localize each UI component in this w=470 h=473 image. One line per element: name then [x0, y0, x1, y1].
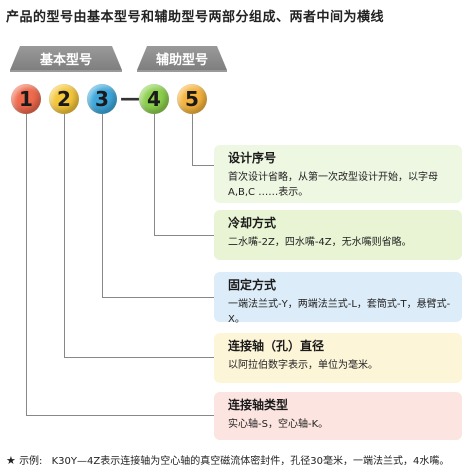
example-text: K30Y—4Z表示连接轴为空心轴的真空磁流体密封件，孔径30毫米，一端法兰式，4…	[51, 456, 450, 467]
connector-1-v	[26, 114, 27, 416]
box-desc: 一端法兰式-Y，两端法兰式-L，套筒式-T，悬臂式-X。	[228, 299, 451, 325]
box-desc: 以阿拉伯数字表示，单位为毫米。	[228, 360, 378, 371]
connector-3-v	[102, 114, 103, 298]
tab-aux-underline	[137, 70, 227, 72]
connector-2-v	[64, 114, 65, 358]
box-fixing-method: 固定方式 一端法兰式-Y，两端法兰式-L，套筒式-T，悬臂式-X。	[214, 272, 462, 325]
box-title: 设计序号	[228, 151, 277, 165]
circle-4: 4	[139, 84, 169, 114]
example-note: ★ 示例: K30Y—4Z表示连接轴为空心轴的真空磁流体密封件，孔径30毫米，一…	[6, 452, 449, 467]
circle-5: 5	[177, 84, 207, 114]
box-shaft-diameter: 连接轴（孔）直径 以阿拉伯数字表示，单位为毫米。	[214, 333, 462, 383]
circle-1: 1	[11, 84, 41, 114]
box-shaft-type: 连接轴类型 实心轴-S，空心轴-K。	[214, 392, 462, 440]
box-desc: 二水嘴-2Z，四水嘴-4Z，无水嘴则省略。	[228, 237, 412, 248]
example-label: 示例:	[19, 456, 43, 467]
box-title: 冷却方式	[228, 216, 277, 230]
tab-base-underline	[10, 70, 122, 72]
connector-5-v	[192, 114, 193, 166]
separator-dash: —	[120, 86, 140, 110]
box-cooling-method: 冷却方式 二水嘴-2Z，四水嘴-4Z，无水嘴则省略。	[214, 210, 462, 260]
connector-4-h	[154, 235, 214, 236]
circle-2: 2	[49, 84, 79, 114]
box-title: 连接轴（孔）直径	[228, 339, 325, 353]
connector-4-v	[154, 114, 155, 236]
star-icon: ★	[6, 454, 16, 467]
box-desc: 首次设计省略，从第一次改型设计开始，以字母A,B,C ……表示。	[228, 172, 438, 198]
connector-1-h	[26, 415, 214, 416]
tab-base-model: 基本型号	[10, 46, 122, 70]
connector-3-h	[102, 297, 214, 298]
connector-2-h	[64, 357, 214, 358]
connector-5-h	[192, 165, 214, 166]
circle-3: 3	[87, 84, 117, 114]
box-design-number: 设计序号 首次设计省略，从第一次改型设计开始，以字母A,B,C ……表示。	[214, 145, 462, 203]
box-desc: 实心轴-S，空心轴-K。	[228, 419, 329, 430]
tab-aux-model: 辅助型号	[137, 46, 227, 70]
box-title: 固定方式	[228, 278, 277, 292]
box-title: 连接轴类型	[228, 398, 289, 412]
page-title: 产品的型号由基本型号和辅助型号两部分组成、两者中间为横线	[6, 10, 385, 25]
